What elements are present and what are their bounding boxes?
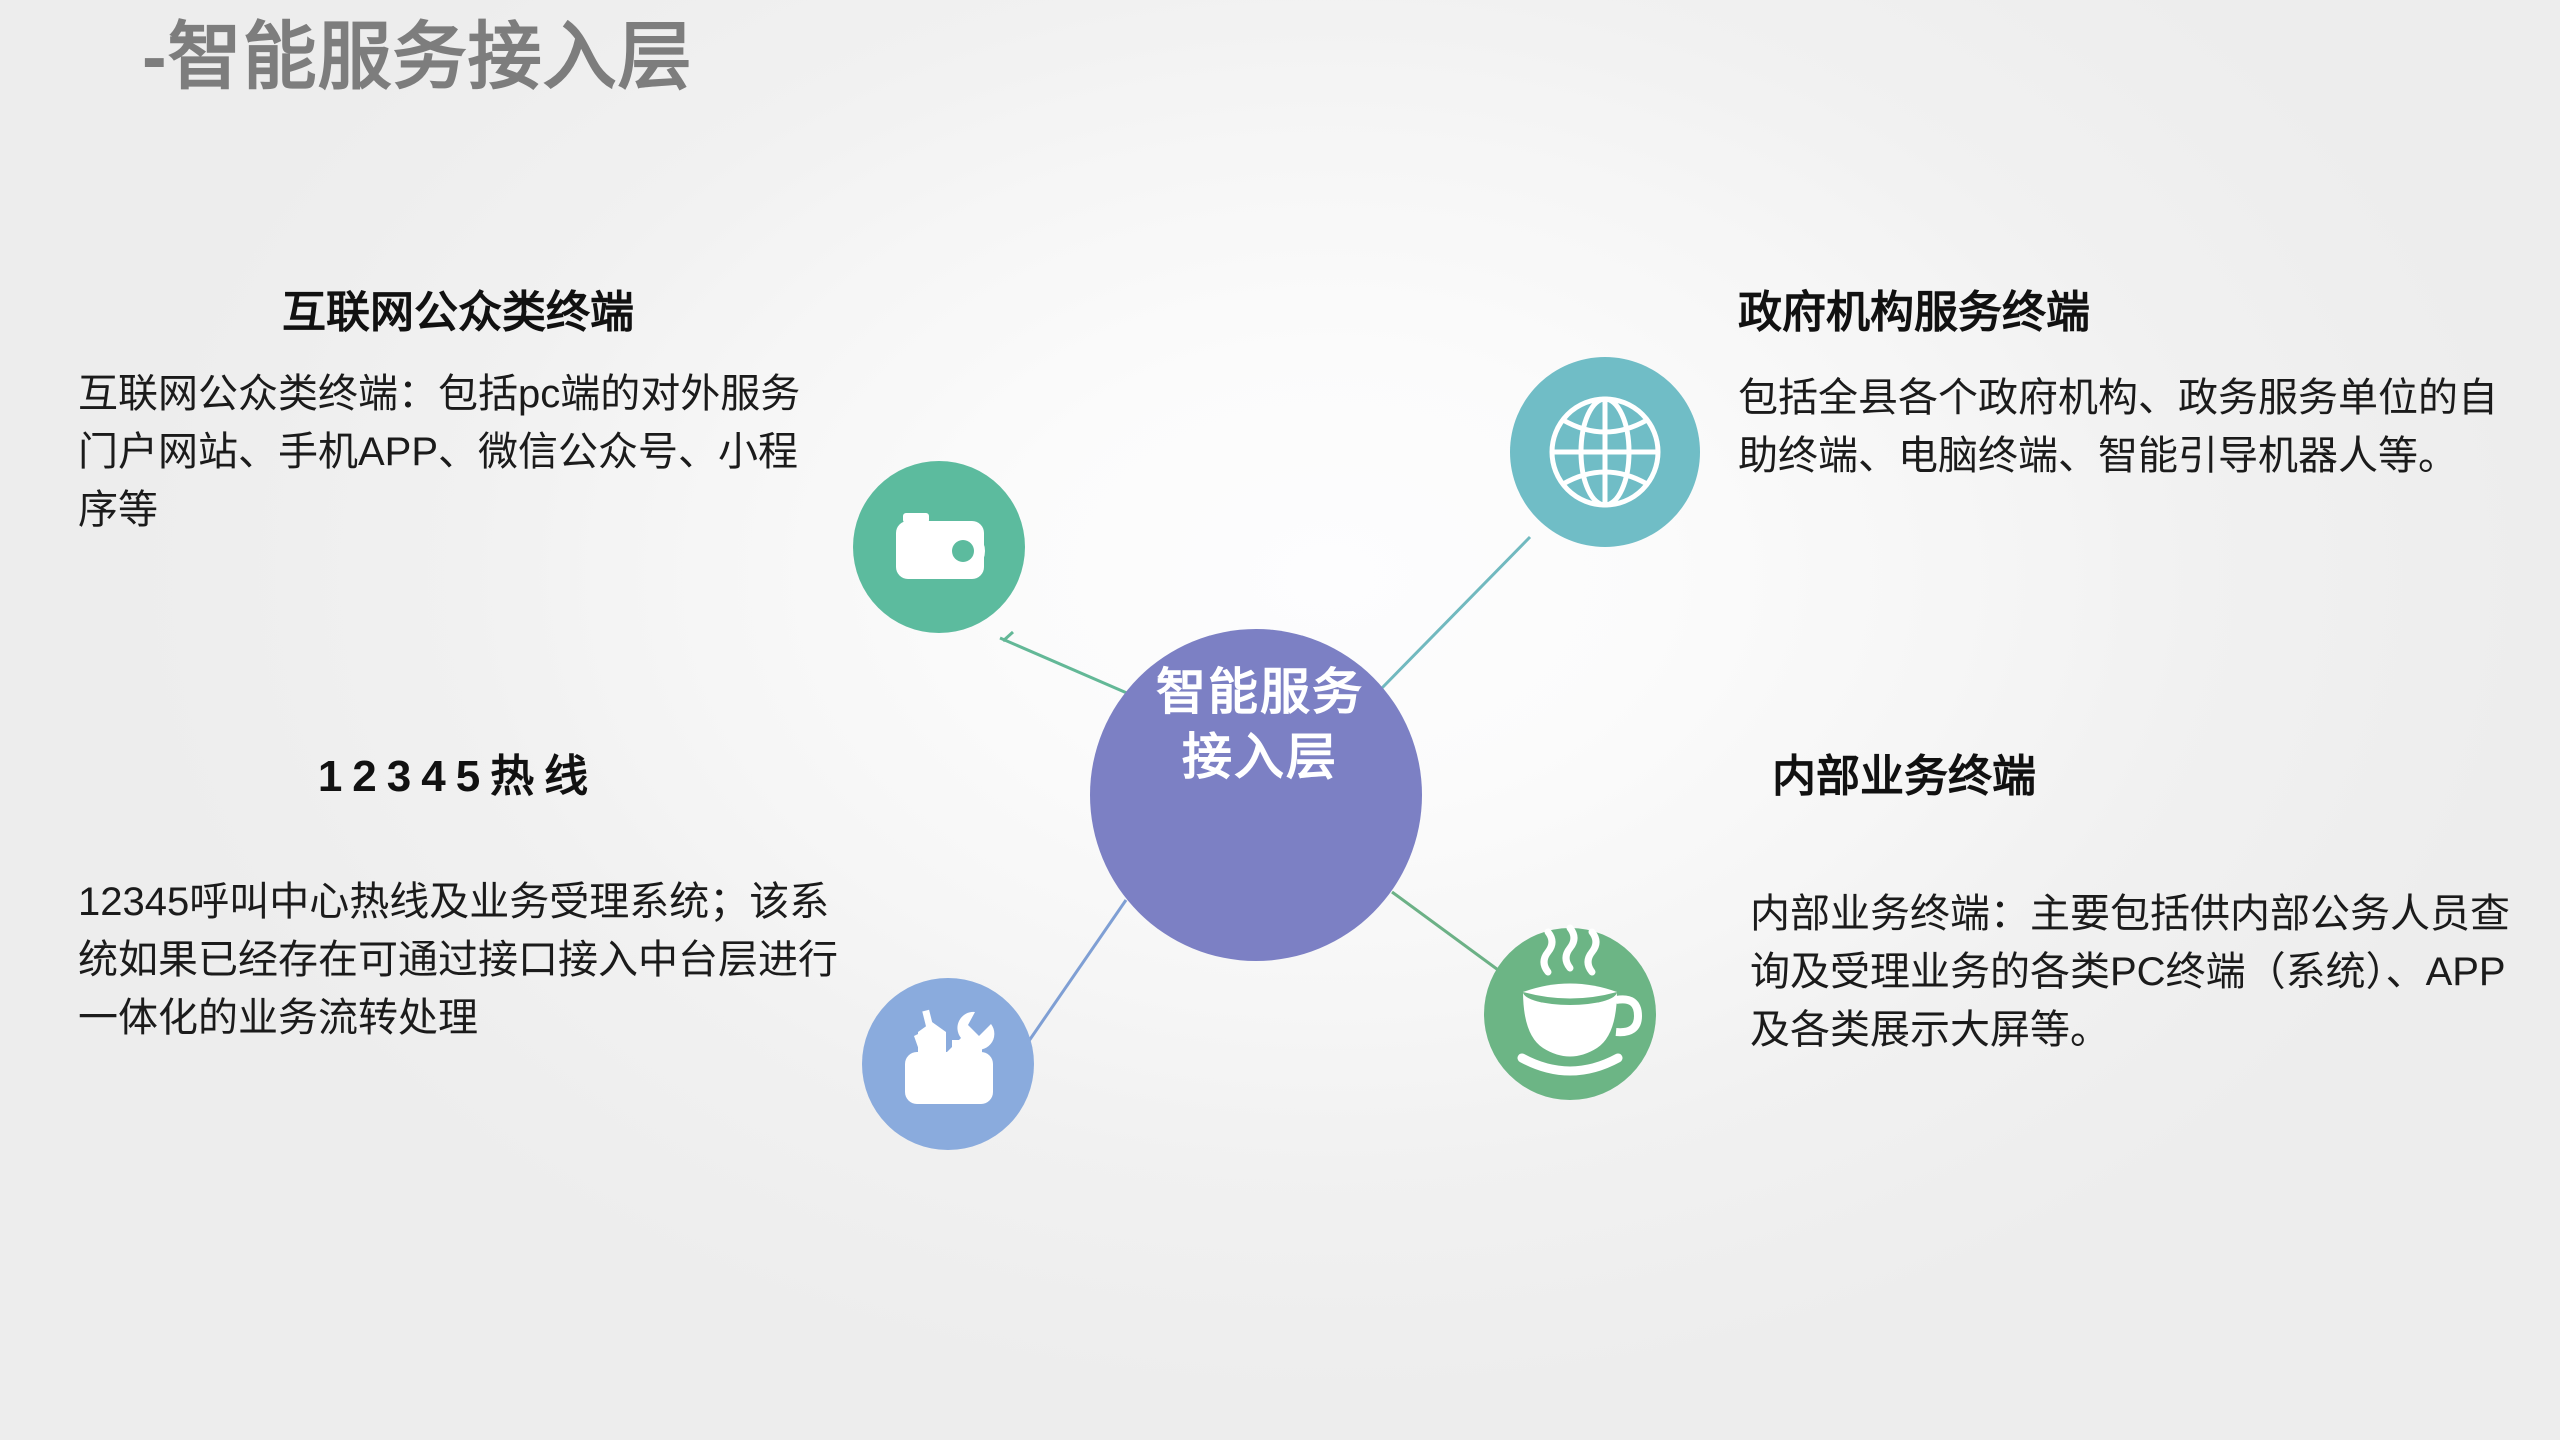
body-government-terminal: 包括全县各个政府机构、政务服务单位的自助终端、电脑终端、智能引导机器人等。 <box>1738 375 2498 478</box>
body-internal-business-terminal: 内部业务终端：主要包括供内部公务人员查询及受理业务的各类PC终端（系统）、APP… <box>1750 891 2510 1052</box>
node-center-circle[interactable] <box>1090 629 1422 961</box>
globe-icon <box>1549 396 1661 508</box>
connector-center-to-globe <box>1378 535 1532 692</box>
node-toolbox[interactable] <box>862 978 1034 1150</box>
body-internet-public-terminal: 互联网公众类终端：包括pc端的对外服务门户网站、手机APP、微信公众号、小程序等 <box>78 371 801 532</box>
heading-government-terminal: 政府机构服务终端 <box>1738 288 2090 337</box>
coffee-cup-icon <box>1517 924 1643 1076</box>
node-coffee[interactable] <box>1484 924 1656 1100</box>
camera-icon <box>896 513 985 579</box>
node-camera[interactable] <box>853 461 1025 633</box>
page-title: -智能服务接入层 <box>142 15 693 98</box>
node-globe[interactable] <box>1510 357 1700 547</box>
node-center[interactable] <box>1090 629 1422 961</box>
heading-hotline: 12345热线 <box>317 752 599 801</box>
toolbox-icon <box>905 1009 995 1104</box>
text-block-government-terminal: 政府机构服务终端 包括全县各个政府机构、政务服务单位的自助终端、电脑终端、智能引… <box>1738 288 2528 485</box>
heading-internet-public-terminal: 互联网公众类终端 <box>282 288 634 337</box>
body-hotline: 12345呼叫中心热线及业务受理系统；该系统如果已经存在可通过接口接入中台层进行… <box>78 879 838 1040</box>
heading-internal-business-terminal: 内部业务终端 <box>1772 752 2036 801</box>
text-block-internet-public-terminal: 互联网公众类终端 互联网公众类终端：包括pc端的对外服务门户网站、手机APP、微… <box>78 288 838 539</box>
connector-camera-to-center <box>999 636 1144 702</box>
text-block-internal-business-terminal: 内部业务终端 内部业务终端：主要包括供内部公务人员查询及受理业务的各类PC终端（… <box>1738 752 2538 1059</box>
text-block-hotline: 12345热线 12345呼叫中心热线及业务受理系统；该系统如果已经存在可通过接… <box>78 752 838 1047</box>
connector-center-to-coffee <box>1391 890 1506 977</box>
